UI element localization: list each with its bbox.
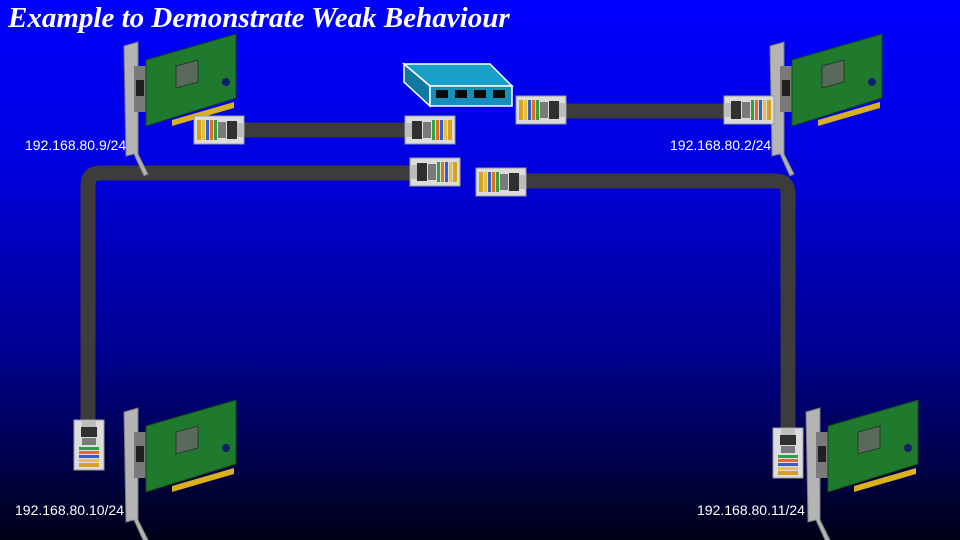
ip-label-bottom-right: 192.168.80.11/24 (697, 502, 805, 518)
plug-bottom-right-nic (772, 427, 804, 479)
ip-label-top-right: 192.168.80.2/24 (670, 137, 772, 153)
slide-title: Example to Demonstrate Weak Behaviour (8, 2, 510, 34)
cable-bottom-right (520, 173, 796, 432)
ip-label-top-left: 192.168.80.9/24 (25, 137, 127, 153)
plug-switch-d (475, 167, 527, 197)
plug-switch-c (409, 157, 461, 187)
nic-bottom-left-card (123, 399, 237, 540)
network-switch (401, 62, 514, 108)
nic-bottom-right-card (805, 399, 919, 540)
nic-top-right-card (769, 33, 883, 177)
ip-label-bottom-left: 192.168.80.10/24 (15, 502, 124, 518)
plug-switch-a (404, 115, 456, 145)
plug-top-right-nic (723, 95, 775, 125)
plug-switch-b (515, 95, 567, 125)
cables (80, 103, 796, 432)
plug-top-left-nic (193, 115, 245, 145)
cable-bottom-left (80, 165, 412, 425)
plug-bottom-left-nic (73, 419, 105, 471)
nic-top-left-card (123, 33, 237, 177)
